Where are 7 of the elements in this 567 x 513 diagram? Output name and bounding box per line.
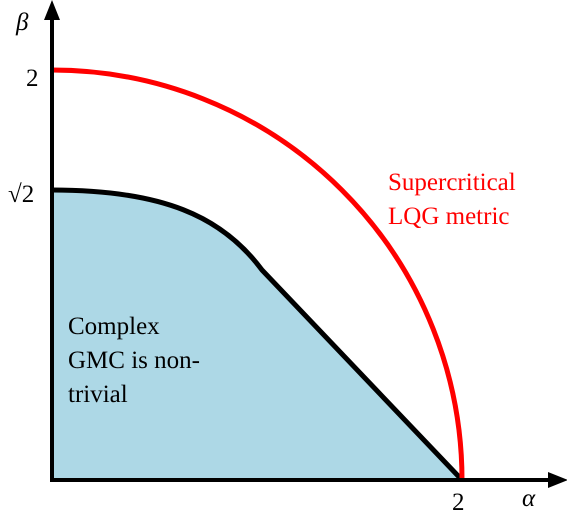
tick-label: √2 [8, 182, 34, 207]
axis-label: β [16, 10, 28, 35]
tick-label: 2 [452, 490, 464, 513]
region-text: Complex GMC is non-trivial [68, 312, 201, 410]
curve-label: Supercritical LQG metric [388, 168, 517, 232]
tick-label: 2 [26, 66, 38, 91]
axis-label: α [522, 486, 536, 511]
